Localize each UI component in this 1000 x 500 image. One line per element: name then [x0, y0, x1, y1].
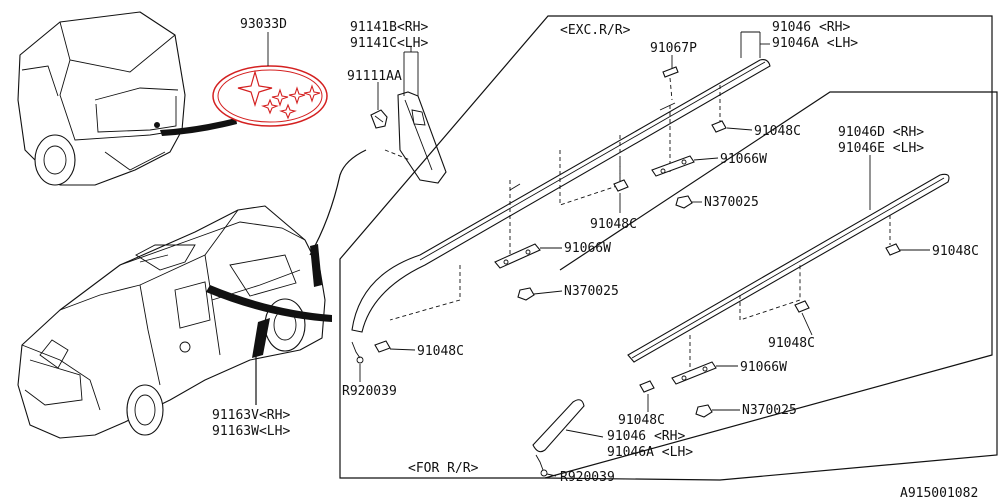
front-car-illustration: [17, 149, 367, 439]
label-nut-3: N370025: [742, 403, 797, 418]
label-rail-e-lh: 91046E <LH>: [838, 141, 924, 156]
label-clip-91066w-3: 91066W: [740, 360, 787, 375]
label-clip-91048c-4: 91048C: [932, 244, 979, 259]
label-rail-rr-lh: 91046A <LH>: [607, 445, 693, 460]
roof-rail-lower: [627, 155, 950, 418]
label-rail-lh: 91046A <LH>: [772, 36, 858, 51]
label-screw-1: R920039: [342, 384, 397, 399]
rail-box-frames: [339, 15, 998, 481]
label-garnish-clip: 91111AA: [347, 69, 402, 84]
label-rear-garnish-lh: 91141C<LH>: [350, 36, 428, 51]
label-screw-2: R920039: [560, 470, 615, 485]
label-rail-rr-rh: 91046 <RH>: [607, 429, 685, 444]
label-clip-91048c-5: 91048C: [768, 336, 815, 351]
label-clip-91066w-2: 91066W: [564, 241, 611, 256]
label-rear-garnish-rh: 91141B<RH>: [350, 20, 428, 35]
label-clip-91048c-2: 91048C: [590, 217, 637, 232]
label-emblem: 93033D: [240, 17, 287, 32]
label-nut-2: N370025: [564, 284, 619, 299]
label-moulding-lh: 91163W<LH>: [212, 424, 290, 439]
rear-pillar-garnish: [370, 46, 447, 184]
label-moulding-rh: 91163V<RH>: [212, 408, 290, 423]
part-labels: 93033D 91141B<RH> 91141C<LH> 91111AA <EX…: [212, 17, 979, 500]
label-nut-1: N370025: [704, 195, 759, 210]
label-clip-91067p: 91067P: [650, 41, 697, 56]
label-clip-91048c-6: 91048C: [618, 413, 665, 428]
label-for-rr: <FOR R/R>: [408, 461, 479, 476]
label-clip-91066w-1: 91066W: [720, 152, 767, 167]
label-clip-91048c-1: 91048C: [754, 124, 801, 139]
label-clip-91048c-3: 91048C: [417, 344, 464, 359]
subaru-emblem-icon: [212, 65, 328, 127]
label-diagram-id: A915001082: [900, 486, 978, 500]
roof-rail-end-piece: [532, 399, 604, 477]
label-rail-rh: 91046 <RH>: [772, 20, 850, 35]
label-exc-rr: <EXC.R/R>: [560, 23, 631, 38]
roof-rail-upper: [351, 31, 771, 382]
rear-car-illustration: [17, 11, 237, 186]
label-rail-d-rh: 91046D <RH>: [838, 125, 924, 140]
